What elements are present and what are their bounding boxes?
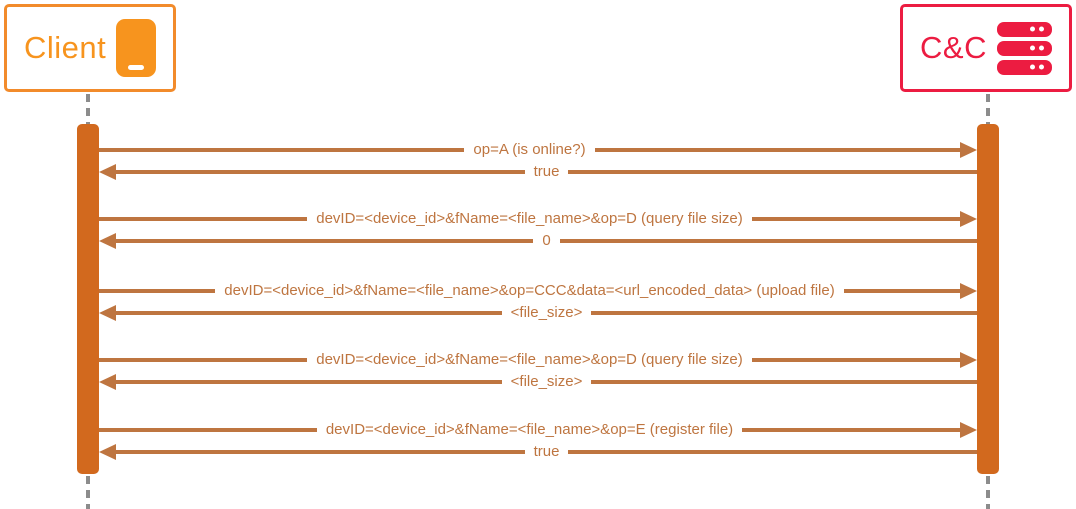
message-line bbox=[591, 311, 977, 315]
arrowhead-left-icon bbox=[99, 233, 116, 249]
lifeline-cnc bbox=[986, 476, 990, 509]
lifeline-client bbox=[86, 94, 90, 124]
message-label: devID=<device_id>&fName=<file_name>&op=C… bbox=[224, 282, 835, 299]
server-bar bbox=[997, 40, 1052, 56]
message-line bbox=[742, 428, 961, 432]
arrowhead-right-icon bbox=[960, 352, 977, 368]
message-line bbox=[99, 289, 216, 293]
arrowhead-left-icon bbox=[99, 164, 116, 180]
message-line bbox=[116, 380, 502, 384]
message: true bbox=[99, 161, 978, 183]
arrowhead-right-icon bbox=[960, 211, 977, 227]
participant-cnc-label: C&C bbox=[920, 30, 987, 65]
arrowhead-left-icon bbox=[99, 444, 116, 460]
activation-bar-cnc bbox=[977, 124, 999, 474]
message-line bbox=[116, 311, 502, 315]
message: <file_size> bbox=[99, 302, 977, 324]
message-label: true bbox=[533, 163, 560, 180]
message-label: op=A (is online?) bbox=[473, 141, 586, 158]
message-label: 0 bbox=[542, 232, 551, 249]
message-line bbox=[116, 450, 525, 454]
message: devID=<device_id>&fName=<file_name>&op=D… bbox=[99, 208, 977, 230]
message-line bbox=[99, 217, 308, 221]
message-line bbox=[99, 358, 308, 362]
message: op=A (is online?) bbox=[99, 139, 977, 161]
message-line bbox=[99, 428, 317, 432]
message-line bbox=[116, 239, 534, 243]
message-label: true bbox=[533, 443, 560, 460]
message: true bbox=[99, 441, 978, 463]
message-label: devID=<device_id>&fName=<file_name>&op=D… bbox=[316, 210, 743, 227]
server-bar bbox=[997, 59, 1052, 75]
arrowhead-right-icon bbox=[960, 283, 978, 299]
message-label: <file_size> bbox=[510, 373, 583, 390]
message-line bbox=[568, 450, 978, 454]
message: devID=<device_id>&fName=<file_name>&op=E… bbox=[99, 419, 978, 441]
message: <file_size> bbox=[99, 371, 977, 393]
arrowhead-left-icon bbox=[99, 374, 116, 390]
participant-cnc: C&C bbox=[900, 4, 1072, 92]
message-label: devID=<device_id>&fName=<file_name>&op=D… bbox=[316, 351, 743, 368]
message-line bbox=[559, 239, 977, 243]
server-icon bbox=[997, 21, 1052, 75]
message-line bbox=[843, 289, 961, 293]
lifeline-client bbox=[86, 476, 90, 509]
message: devID=<device_id>&fName=<file_name>&op=C… bbox=[99, 280, 978, 302]
message-line bbox=[751, 217, 960, 221]
message-line bbox=[568, 170, 978, 174]
arrowhead-right-icon bbox=[960, 422, 978, 438]
phone-icon bbox=[116, 19, 156, 77]
arrowhead-left-icon bbox=[99, 305, 116, 321]
participant-client-label: Client bbox=[24, 30, 107, 65]
lifeline-cnc bbox=[986, 94, 990, 124]
message-line bbox=[99, 148, 465, 152]
message: 0 bbox=[99, 230, 977, 252]
message-label: <file_size> bbox=[510, 304, 583, 321]
message-line bbox=[116, 170, 525, 174]
message-label: devID=<device_id>&fName=<file_name>&op=E… bbox=[325, 421, 734, 438]
arrowhead-right-icon bbox=[960, 142, 977, 158]
activation-bar-client bbox=[77, 124, 99, 474]
message: devID=<device_id>&fName=<file_name>&op=D… bbox=[99, 349, 977, 371]
message-line bbox=[594, 148, 960, 152]
server-bar bbox=[997, 21, 1052, 37]
participant-client: Client bbox=[4, 4, 176, 92]
message-line bbox=[751, 358, 960, 362]
message-line bbox=[591, 380, 977, 384]
